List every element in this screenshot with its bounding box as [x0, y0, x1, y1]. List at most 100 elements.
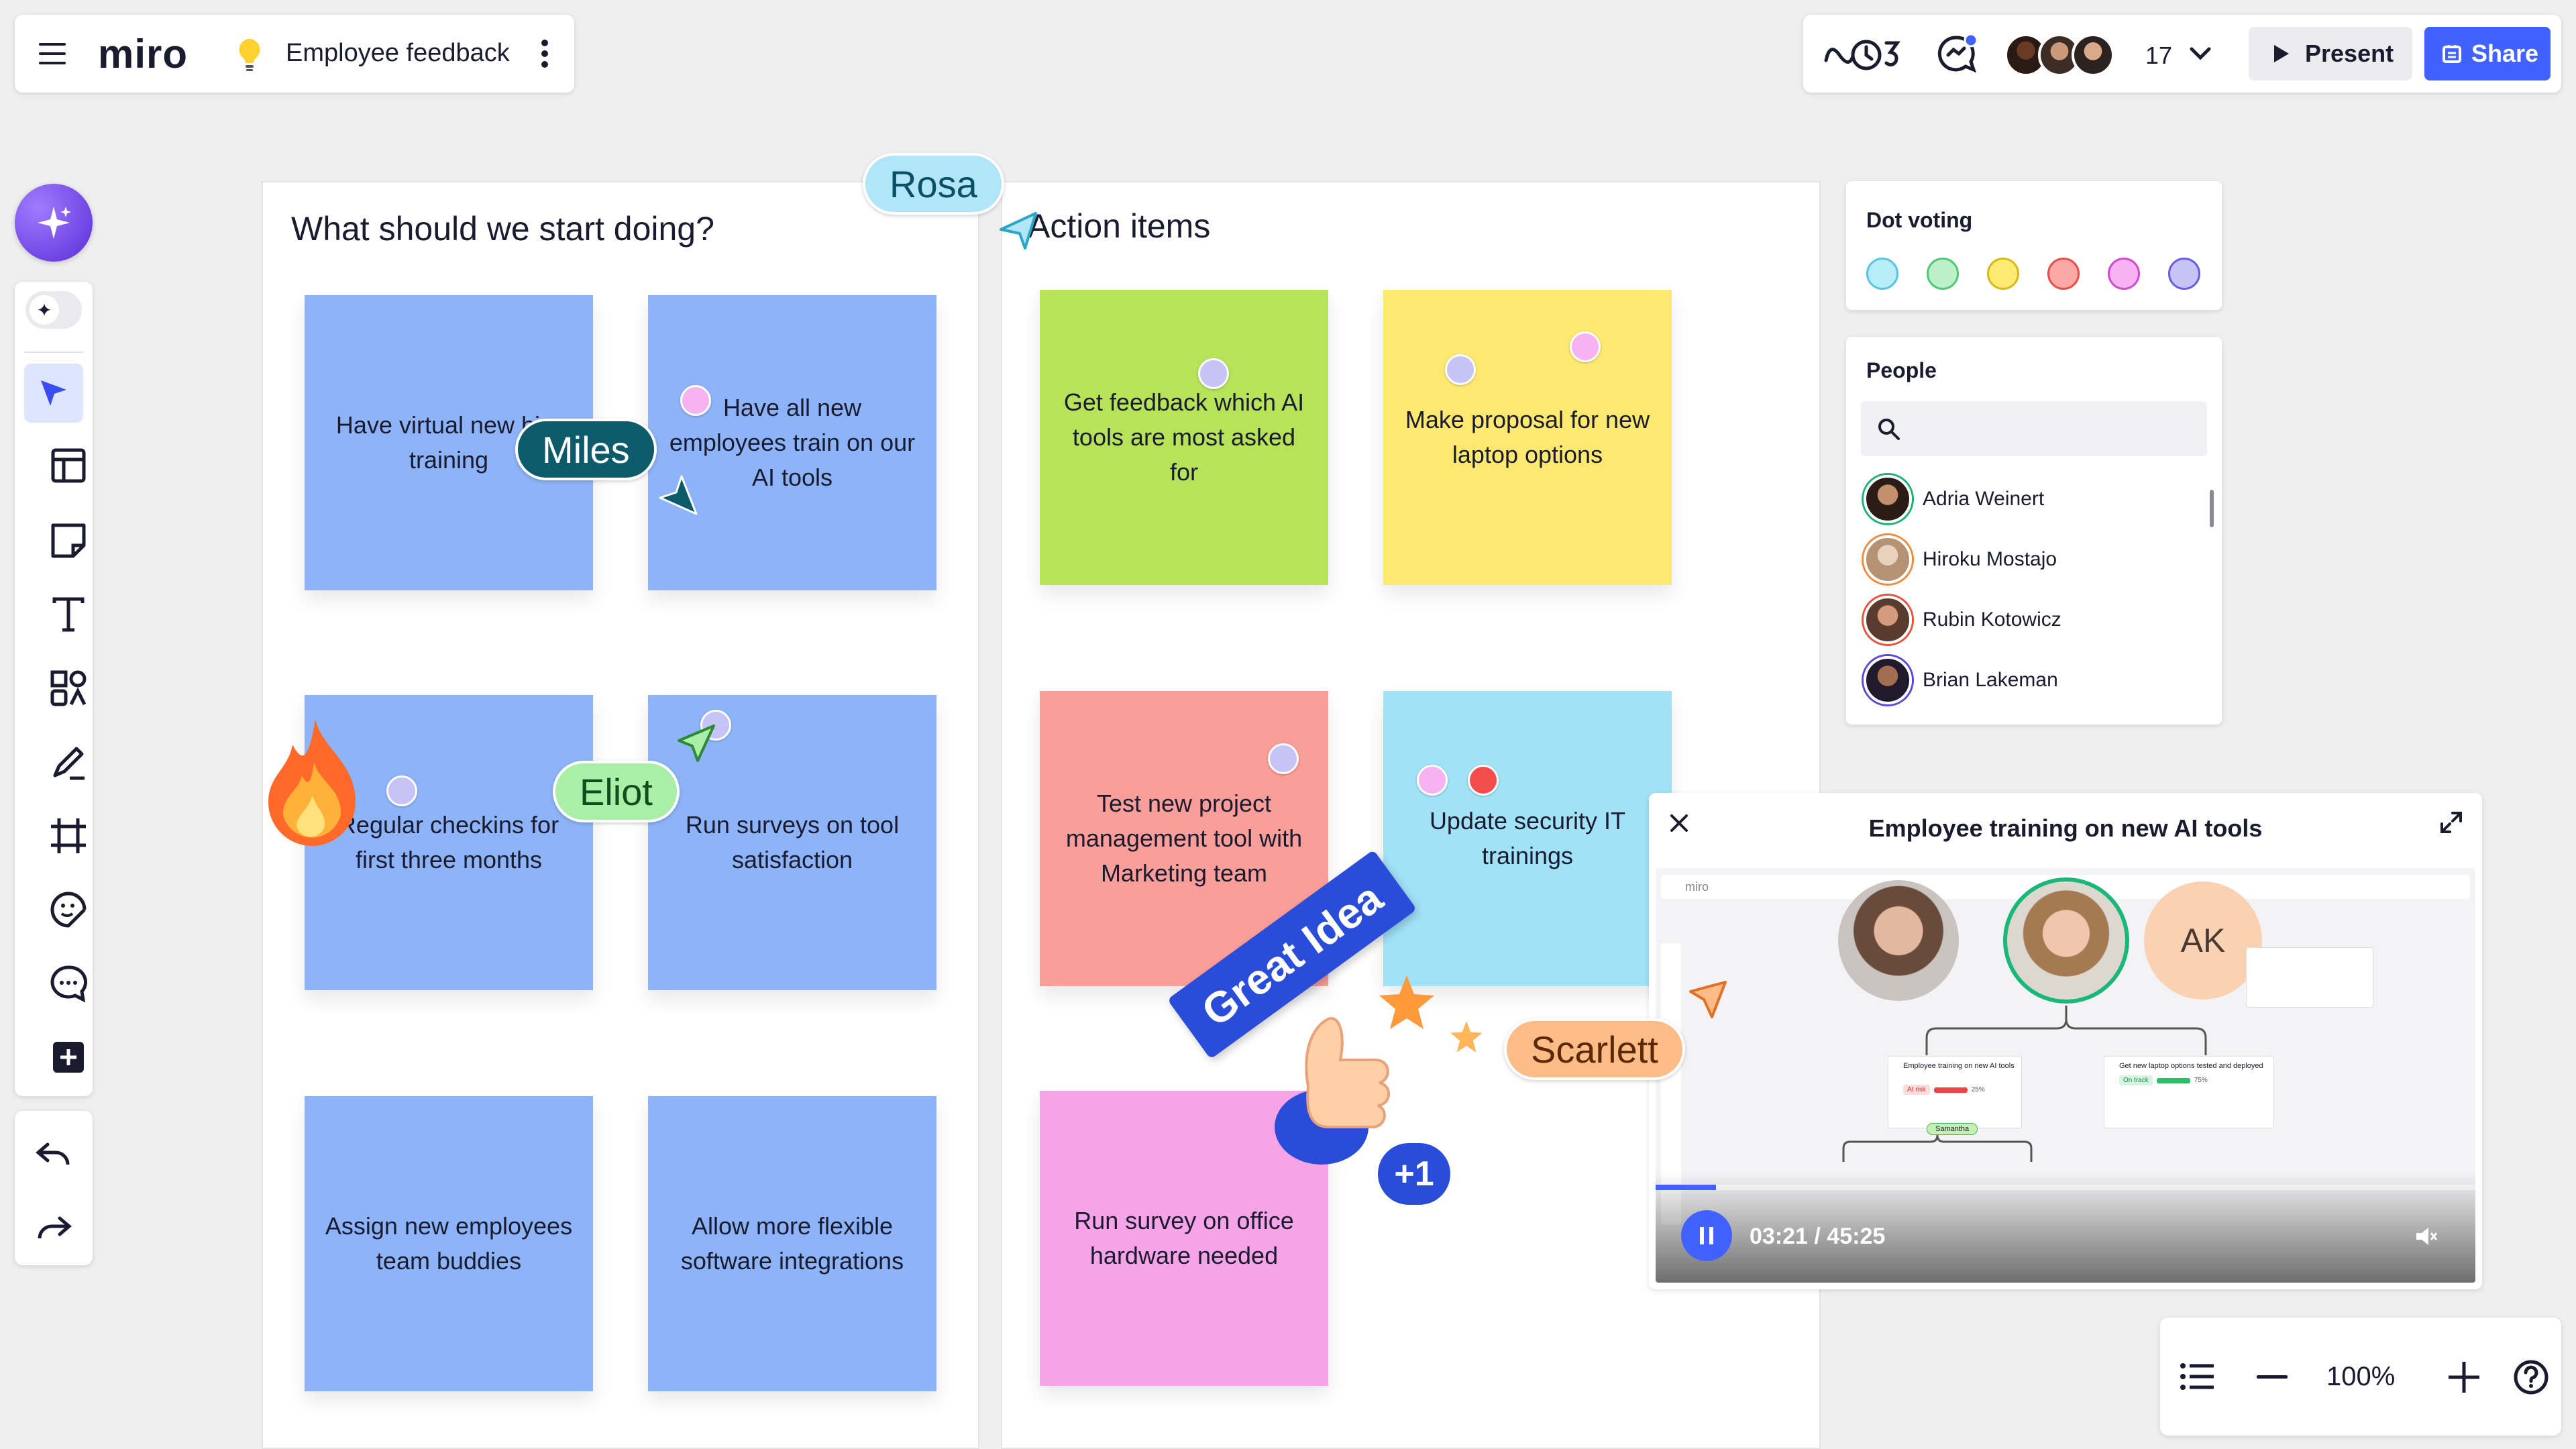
sticky-note[interactable]: Regular checkins for first three months — [305, 695, 593, 990]
cursor-name: Miles — [542, 428, 630, 471]
redo-icon — [36, 1216, 72, 1242]
video-progress-track[interactable] — [1656, 1185, 2475, 1190]
avatar — [1864, 656, 1912, 704]
expand-icon[interactable] — [2439, 810, 2463, 835]
sticky-note-tool[interactable] — [44, 517, 93, 565]
sticky-note[interactable]: Update security IT trainings — [1383, 691, 1672, 986]
person-row[interactable]: Hiroku Mostajo — [1864, 535, 2057, 584]
pause-button[interactable] — [1681, 1210, 1732, 1261]
select-tool[interactable] — [24, 364, 83, 423]
mini-pct: 75% — [2194, 1077, 2208, 1084]
sticky-note[interactable]: Have all new employees train on our AI t… — [648, 295, 936, 590]
sticky-note-text: Allow more flexible software integration… — [680, 1212, 904, 1275]
vote-dot[interactable] — [386, 775, 417, 806]
share-icon — [2442, 44, 2462, 64]
chevron-down-icon[interactable] — [2190, 47, 2211, 64]
text-tool[interactable] — [44, 590, 93, 639]
avatar — [1864, 475, 1912, 523]
sticky-note[interactable]: Get feedback which AI tools are most ask… — [1040, 290, 1328, 585]
list-icon[interactable] — [2180, 1363, 2215, 1390]
mini-tag-label: At risk — [1903, 1085, 1930, 1095]
collaborator-count[interactable]: 17 — [2145, 42, 2173, 69]
divider — [24, 352, 83, 353]
mini-bar — [1933, 1087, 1968, 1093]
plus-box-icon — [52, 1040, 85, 1074]
mini-tag: On track 75% — [2119, 1075, 2268, 1085]
vote-dot[interactable] — [1417, 765, 1448, 796]
cursor-name: Rosa — [890, 162, 977, 205]
cursor-label-scarlett: Scarlett — [1504, 1018, 1685, 1080]
zoom-in-icon[interactable] — [2449, 1362, 2479, 1393]
present-button[interactable]: Present — [2249, 27, 2412, 80]
sticky-note[interactable]: Make proposal for new laptop options — [1383, 290, 1672, 585]
great-idea-sticker[interactable]: Great Idea +1 — [1154, 849, 1503, 1254]
sticky-note-icon — [50, 523, 87, 559]
person-name: Rubin Kotowicz — [1923, 608, 2061, 631]
help-icon[interactable] — [2513, 1359, 2549, 1395]
share-button[interactable]: Share — [2424, 27, 2551, 80]
ai-toggle[interactable]: ✦ — [25, 291, 82, 329]
video-panel: Employee training on new AI tools miro A… — [1649, 793, 2482, 1289]
scrollbar[interactable] — [2210, 490, 2214, 527]
menu-icon[interactable] — [38, 40, 67, 70]
templates-icon — [50, 447, 87, 484]
people-panel: People — [1846, 337, 2222, 724]
sticky-note-text: Update security IT trainings — [1429, 806, 1626, 869]
vote-dot[interactable] — [1198, 358, 1229, 389]
pen-icon — [50, 743, 87, 781]
vote-color-green[interactable] — [1927, 258, 1959, 290]
ai-assistant-button[interactable] — [15, 184, 93, 262]
vote-dot[interactable] — [1468, 765, 1499, 796]
vote-color-red[interactable] — [2047, 258, 2080, 290]
people-search-input[interactable] — [1861, 401, 2207, 456]
toggle-knob: ✦ — [30, 295, 59, 325]
vote-color-yellow[interactable] — [1987, 258, 2019, 290]
pen-tool[interactable] — [44, 738, 93, 786]
mini-tag-label: On track — [2119, 1075, 2153, 1085]
shapes-tool[interactable] — [44, 664, 93, 712]
sticky-note[interactable]: Assign new employees team buddies — [305, 1096, 593, 1391]
templates-tool[interactable] — [44, 441, 93, 490]
vote-color-cyan[interactable] — [1866, 258, 1898, 290]
sticky-note[interactable]: Allow more flexible software integration… — [648, 1096, 936, 1391]
zoom-out-icon[interactable] — [2257, 1375, 2288, 1379]
stickers-tool[interactable] — [44, 885, 93, 934]
video-progress-fill — [1656, 1185, 1717, 1190]
vote-dot[interactable] — [680, 385, 711, 416]
vote-color-pink[interactable] — [2108, 258, 2140, 290]
vote-dot[interactable] — [1268, 743, 1299, 774]
close-icon[interactable] — [1669, 813, 1689, 833]
mini-pct: 25% — [1971, 1086, 1985, 1093]
board-name[interactable]: Employee feedback — [286, 39, 510, 67]
avatar — [1864, 535, 1912, 584]
zoom-level[interactable]: 100% — [2326, 1362, 2396, 1391]
reactions-icon[interactable] — [1822, 34, 1901, 77]
cursor-arrow-icon — [998, 209, 1041, 252]
sparkle-icon — [35, 204, 72, 241]
fire-icon — [255, 715, 369, 849]
vote-dot[interactable] — [1445, 354, 1476, 385]
more-options-icon[interactable] — [541, 39, 549, 72]
video-player[interactable]: miro AK Employee training on new AI tool… — [1656, 868, 2475, 1283]
vote-dot[interactable] — [1570, 331, 1601, 362]
sticky-note-text: Run survey on office hardware needed — [1074, 1206, 1294, 1269]
person-row[interactable]: Adria Weinert — [1864, 475, 2044, 523]
frame-tool[interactable] — [44, 812, 93, 860]
comment-tool[interactable] — [44, 959, 93, 1008]
mini-card-text: Employee training on new AI tools — [1903, 1062, 2015, 1070]
mini-card: Employee training on new AI tools At ris… — [1888, 1056, 2022, 1128]
vote-dot[interactable] — [700, 710, 731, 741]
mute-icon[interactable] — [2415, 1226, 2438, 1246]
left-toolbar: ✦ — [15, 282, 93, 1096]
person-row[interactable]: Rubin Kotowicz — [1864, 596, 2061, 644]
collaborator-avatars[interactable] — [2004, 34, 2139, 76]
people-title: People — [1866, 358, 1937, 382]
miro-logo[interactable]: miro — [98, 32, 189, 76]
redo-button[interactable] — [30, 1205, 78, 1253]
mini-tag: At risk 25% — [1903, 1085, 2016, 1095]
chat-icon[interactable] — [1936, 32, 1980, 78]
vote-color-purple[interactable] — [2168, 258, 2200, 290]
person-row[interactable]: Brian Lakeman — [1864, 656, 2058, 704]
more-tools[interactable] — [44, 1033, 93, 1081]
undo-button[interactable] — [30, 1131, 78, 1179]
